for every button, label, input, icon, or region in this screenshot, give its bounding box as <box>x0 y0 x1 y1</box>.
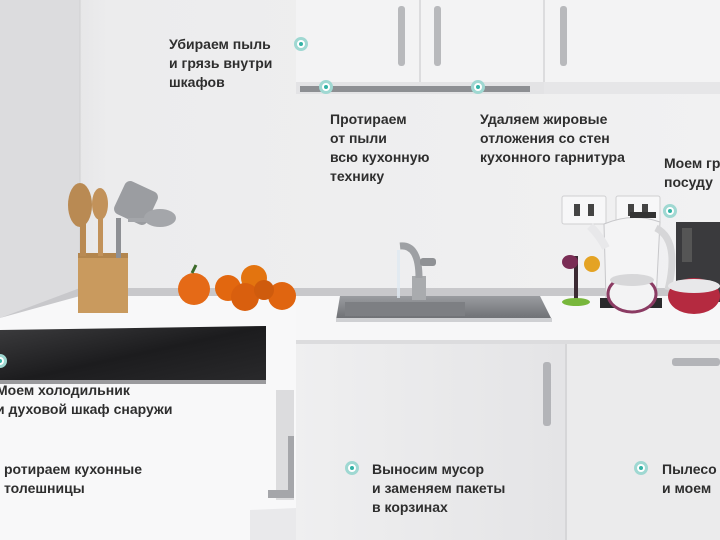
hotspot-label-grease: Удаляем жировые отложения со стен кухонн… <box>480 111 625 165</box>
hotspot-marker-trash[interactable] <box>345 461 359 475</box>
hotspot-marker-dishes[interactable] <box>663 204 677 218</box>
hotspot-label-trash: Выносим мусор и заменяем пакеты в корзин… <box>372 461 506 515</box>
hotspot-label-appliances: Протираем от пыли всю кухонную технику <box>330 111 430 184</box>
hotspot-marker-grease[interactable] <box>471 80 485 94</box>
hotspot-marker-fridge-oven[interactable] <box>0 354 7 368</box>
hotspot-label-fridge-oven: Моем холодильник и духовой шкаф снаружи <box>0 382 173 417</box>
hotspot-marker-floor[interactable] <box>634 461 648 475</box>
hotspot-label-floor: Пылесо и моем <box>662 461 717 496</box>
hotspot-marker-cabinets-inside[interactable] <box>294 37 308 51</box>
hotspot-label-countertops: ротираем кухонные толешницы <box>4 461 143 496</box>
hotspot-label-dishes: Моем гр посуду <box>664 155 720 190</box>
hotspot-marker-appliances[interactable] <box>319 80 333 94</box>
hotspot-label-cabinets-inside: Убираем пыль и грязь внутри шкафов <box>169 36 273 90</box>
